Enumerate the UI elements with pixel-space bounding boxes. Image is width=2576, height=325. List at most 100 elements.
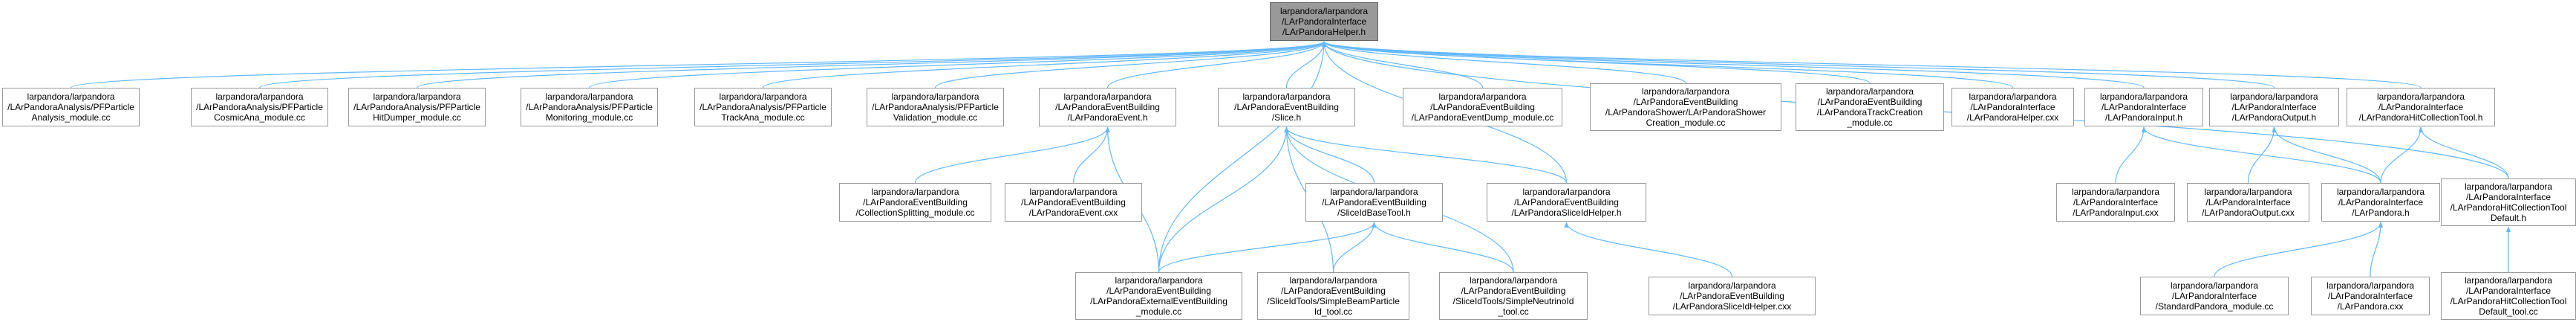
edge-collection_splitting-to-event_h: [914, 126, 1110, 184]
node-label-line: /LArPandoraOutput.h: [2231, 112, 2317, 123]
node-label-line: /LArPandoraAnalysis/PFParticle: [526, 102, 653, 112]
edge-pandora_h-to-input_h: [2141, 126, 2381, 184]
node-label-line: larpandora/larpandora: [2464, 181, 2553, 192]
node-label-line: /LArPandoraEventBuilding: [1817, 97, 1923, 107]
edge-pfp_analysis-to-root: [70, 41, 1326, 89]
node-pfparticle-validation-module[interactable]: larpandora/larpandora/LArPandoraAnalysis…: [867, 88, 1004, 126]
node-label-line: _tool.cc: [1498, 306, 1529, 317]
node-label-line: larpandora/larpandora: [719, 91, 807, 102]
node-pfparticle-analysis-module[interactable]: larpandora/larpandora/LArPandoraAnalysis…: [2, 88, 140, 126]
node-label-line: larpandora/larpandora: [891, 91, 979, 102]
node-lar-pandora-input-cxx[interactable]: larpandora/larpandora/LArPandoraInterfac…: [2056, 183, 2175, 222]
node-label-line: /LArPandora.cxx: [2337, 301, 2404, 312]
node-lar-pandora-slice-id-helper-cxx[interactable]: larpandora/larpandora/LArPandoraEventBui…: [1649, 277, 1816, 315]
node-lar-pandora-shower-creation-module[interactable]: larpandora/larpandora/LArPandoraEventBui…: [1590, 83, 1781, 131]
node-label-line: /LArPandoraInterface: [2205, 197, 2291, 207]
node-lar-pandora-hit-collection-tool-h[interactable]: larpandora/larpandora/LArPandoraInterfac…: [2347, 88, 2495, 126]
node-label-line: /LArPandoraAnalysis/PFParticle: [7, 102, 134, 112]
edge-hit_tool_default-to-hit_tool_h: [2418, 126, 2509, 179]
edge-input_cxx-to-input_h: [2115, 126, 2147, 184]
edge-event_dump-to-root: [1321, 41, 1484, 89]
edge-hit_tool_h-to-root: [1322, 41, 2422, 89]
node-simple-beam-particle-id-tool[interactable]: larpandora/larpandora/LArPandoraEventBui…: [1257, 272, 1409, 320]
node-lar-pandora-external-event-building-module[interactable]: larpandora/larpandora/LArPandoraEventBui…: [1075, 272, 1242, 320]
node-label-line: CosmicAna_module.cc: [214, 112, 305, 123]
node-label-line: Id_tool.cc: [1314, 306, 1353, 317]
node-lar-pandora-output-h[interactable]: larpandora/larpandora/LArPandoraInterfac…: [2209, 88, 2339, 126]
node-label-line: /LArPandoraEventBuilding: [1234, 102, 1339, 112]
node-label-line: /LArPandoraInput.cxx: [2073, 207, 2159, 218]
edge-cosmic_ana-to-root: [258, 41, 1326, 89]
edge-input_h-to-root: [1322, 41, 2145, 89]
node-lar-pandora-h[interactable]: larpandora/larpandora/LArPandoraInterfac…: [2321, 183, 2440, 222]
node-label-line: larpandora/larpandora: [1029, 187, 1118, 197]
node-label-line: /LArPandoraInterface: [2231, 102, 2317, 112]
edge-pandora_h-to-output_h: [2272, 126, 2381, 184]
node-label-line: _module.cc: [1135, 306, 1182, 317]
node-label-line: /CollectionSplitting_module.cc: [855, 207, 975, 218]
node-label-line: larpandora/larpandora: [1330, 187, 1418, 197]
node-pfparticle-cosmic-ana-module[interactable]: larpandora/larpandora/LArPandoraAnalysis…: [191, 88, 328, 126]
node-label-line: larpandora/larpandora: [1641, 86, 1730, 97]
node-label-line: /LArPandoraAnalysis/PFParticle: [700, 102, 826, 112]
edge-sliceid_helper_cxx-to-sliceid_helper_h: [1564, 222, 1733, 277]
node-label-line: /LArPandoraEventBuilding: [1281, 286, 1386, 296]
node-label-line: /LArPandoraEventBuilding: [1633, 97, 1738, 107]
node-label-line: /LArPandoraInterface: [2073, 197, 2159, 207]
node-label-line: /LArPandoraTrackCreation: [1816, 107, 1923, 118]
node-label-line: /LArPandoraEvent.h: [1067, 112, 1148, 123]
edge-pandora_cxx-to-pandora_h: [2370, 222, 2384, 277]
node-label-line: /LArPandoraHelper.h: [1282, 27, 1366, 37]
node-lar-pandora-output-cxx[interactable]: larpandora/larpandora/LArPandoraInterfac…: [2187, 183, 2309, 222]
node-label-line: /LArPandoraEventBuilding: [1106, 286, 1211, 296]
node-label-line: larpandora/larpandora: [1438, 91, 1527, 102]
node-simple-neutrino-id-tool[interactable]: larpandora/larpandora/LArPandoraEventBui…: [1439, 272, 1588, 320]
node-lar-pandora-helper-cxx[interactable]: larpandora/larpandora/LArPandoraInterfac…: [1951, 88, 2074, 126]
edge-external_event-to-root: [1158, 41, 1327, 273]
node-label-line: /LArPandoraInterface: [2327, 291, 2413, 301]
node-label-line: /LArPandoraShower/LArPandoraShower: [1605, 107, 1767, 118]
node-lar-pandora-event-h[interactable]: larpandora/larpandora/LArPandoraEventBui…: [1039, 88, 1176, 126]
node-lar-pandora-cxx[interactable]: larpandora/larpandora/LArPandoraInterfac…: [2311, 277, 2430, 315]
node-label-line: HitDumper_module.cc: [373, 112, 461, 123]
node-label-line: larpandora/larpandora: [1969, 91, 2057, 102]
node-slice-id-base-tool-h[interactable]: larpandora/larpandora/LArPandoraEventBui…: [1305, 183, 1443, 222]
node-lar-pandora-event-dump-module[interactable]: larpandora/larpandora/LArPandoraEventBui…: [1403, 88, 1562, 126]
node-lar-pandora-hit-collection-tool-default-h[interactable]: larpandora/larpandora/LArPandoraInterfac…: [2441, 178, 2576, 226]
node-label-line: larpandora/larpandora: [215, 91, 304, 102]
node-pfparticle-monitoring-module[interactable]: larpandora/larpandora/LArPandoraAnalysis…: [521, 88, 658, 126]
node-lar-pandora-hit-collection-tool-default-tool[interactable]: larpandora/larpandora/LArPandoraInterfac…: [2441, 272, 2576, 320]
node-label-line: larpandora/larpandora: [1825, 86, 1914, 97]
node-lar-pandora-track-creation-module[interactable]: larpandora/larpandora/LArPandoraEventBui…: [1796, 83, 1944, 131]
node-label-line: larpandora/larpandora: [2326, 280, 2415, 291]
node-lar-pandora-event-cxx[interactable]: larpandora/larpandora/LArPandoraEventBui…: [1005, 183, 1142, 222]
node-label-line: /LArPandoraSliceIdHelper.cxx: [1672, 301, 1792, 312]
node-slice-h[interactable]: larpandora/larpandora/LArPandoraEventBui…: [1218, 88, 1355, 126]
node-pfparticle-hit-dumper-module[interactable]: larpandora/larpandora/LArPandoraAnalysis…: [348, 88, 486, 126]
node-collection-splitting-module[interactable]: larpandora/larpandora/LArPandoraEventBui…: [839, 183, 991, 222]
edge-shower_creation-to-root: [1321, 41, 1686, 84]
node-standard-pandora-module[interactable]: larpandora/larpandora/LArPandoraInterfac…: [2140, 277, 2289, 315]
node-label-line: /LArPandoraAnalysis/PFParticle: [353, 102, 480, 112]
node-label-line: /LArPandoraExternalEventBuilding: [1090, 296, 1227, 306]
node-lar-pandora-input-h[interactable]: larpandora/larpandora/LArPandoraInterfac…: [2084, 88, 2203, 126]
node-label-line: _module.cc: [1847, 118, 1893, 128]
node-label-line: Monitoring_module.cc: [545, 112, 633, 123]
edge-pandora_h-to-hit_tool_h: [2380, 126, 2424, 184]
edge-helper_cxx-to-root: [1322, 41, 2014, 89]
node-label-line: /SliceIdBaseTool.h: [1337, 207, 1411, 218]
node-label-line: /LArPandoraInterface: [2378, 102, 2464, 112]
node-label-line: larpandora/larpandora: [1115, 275, 1203, 286]
node-label-line: larpandora/larpandora: [2336, 187, 2425, 197]
node-label-line: larpandora/larpandora: [1279, 6, 1369, 16]
node-label-line: /StandardPandora_module.cc: [2155, 301, 2274, 312]
node-pfparticle-track-ana-module[interactable]: larpandora/larpandora/LArPandoraAnalysis…: [694, 88, 832, 126]
node-label-line: /LArPandoraInterface: [1970, 102, 2055, 112]
node-label-line: /LArPandoraEvent.cxx: [1028, 207, 1118, 218]
edge-monitoring-to-root: [588, 41, 1326, 89]
node-label-line: /LArPandoraInterface: [1281, 16, 1367, 27]
node-label-line: larpandora/larpandora: [2464, 275, 2553, 286]
node-label-line: larpandora/larpandora: [2170, 280, 2259, 291]
edge-output_cxx-to-output_h: [2247, 126, 2277, 184]
node-lar-pandora-slice-id-helper-h[interactable]: larpandora/larpandora/LArPandoraEventBui…: [1487, 183, 1646, 222]
